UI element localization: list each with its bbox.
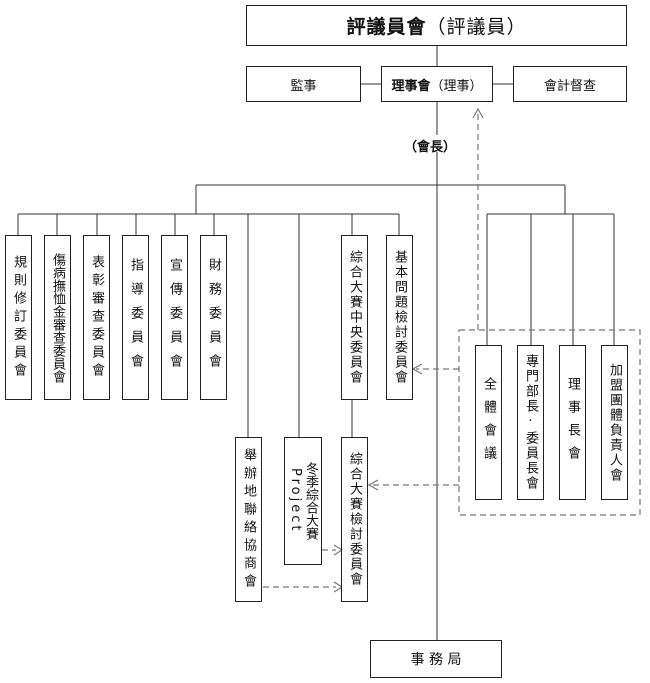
council-title: 評議員會 — [346, 16, 427, 38]
injury-committee: 傷病撫恤金審查委員會 — [44, 235, 71, 400]
liaison-meeting: 舉辦地聯絡協商會 — [235, 437, 262, 602]
commendation-committee: 表彰審查委員會 — [83, 235, 110, 400]
winter-project-box: 冬季綜合大賽 Project — [284, 437, 322, 565]
president-label: （會長） — [404, 140, 457, 155]
winter-project-word: Project — [288, 468, 303, 534]
general-assembly: 全體會議 — [475, 345, 502, 500]
board-box: 理事會（理事） — [381, 66, 493, 102]
board-members: （理事） — [430, 78, 483, 94]
winter-title: 冬季綜合大賽 — [303, 462, 318, 540]
accounting-label: 會計督查 — [543, 78, 596, 94]
basic-issues-committee: 基本問題檢討委員會 — [386, 235, 413, 400]
chairmen-meeting: 理事長會 — [559, 345, 586, 500]
auditor-label: 監事 — [290, 78, 317, 94]
office-box: 事 務 局 — [370, 640, 502, 678]
guidance-committee: 指導委員會 — [122, 235, 149, 400]
finance-committee: 財務委員會 — [200, 235, 227, 400]
board-title: 理事會 — [391, 78, 431, 94]
member-org-meeting: 加盟團體負責人會 — [601, 345, 628, 500]
review-committee: 綜合大賽檢討委員會 — [341, 437, 368, 602]
central-committee: 綜合大賽中央委員會 — [341, 235, 368, 400]
publicity-committee: 宣傳委員會 — [161, 235, 188, 400]
auditor-box: 監事 — [246, 66, 361, 102]
accounting-box: 會計督查 — [513, 66, 627, 102]
office-label: 事 務 局 — [410, 652, 462, 668]
council-members: （評議員） — [426, 16, 527, 38]
council-box: 評議員會（評議員） — [246, 5, 627, 46]
department-heads-meeting: 專門部長·委員長會 — [517, 345, 544, 500]
rules-committee: 規則修訂委員會 — [5, 235, 32, 400]
